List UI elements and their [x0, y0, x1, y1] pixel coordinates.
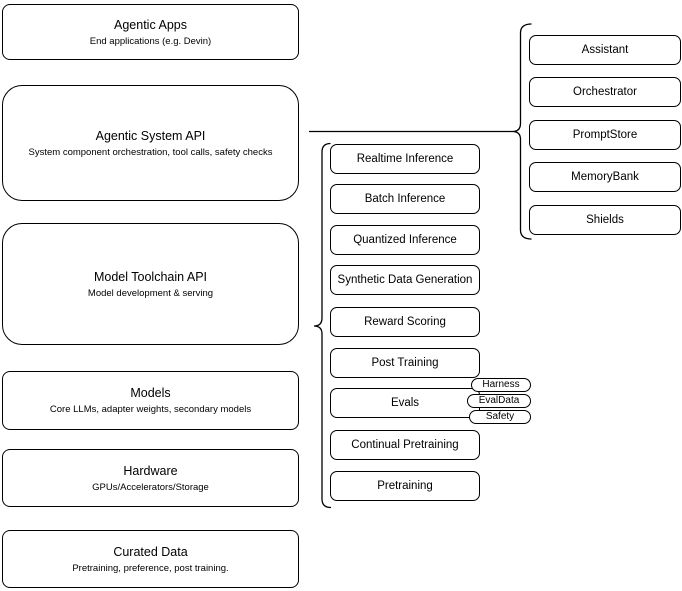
layer-title: Model Toolchain API [93, 269, 208, 284]
eval-tag-harness: Harness [471, 378, 531, 392]
eval-tag-label: EvalData [478, 395, 520, 406]
component-label: Batch Inference [364, 193, 446, 205]
toolchain-components-brace [313, 142, 332, 509]
system-label: Orchestrator [573, 86, 637, 98]
component-box-post-training: Post Training [330, 348, 480, 378]
component-label: Evals [390, 397, 420, 409]
layer-title: Models [130, 386, 171, 400]
component-box-continual-pretraining: Continual Pretraining [330, 430, 480, 460]
layer-subtitle: System component orchestration, tool cal… [28, 146, 273, 158]
component-box-synthetic-data-generation: Synthetic Data Generation [330, 265, 480, 295]
component-label: Realtime Inference [356, 153, 454, 165]
system-box-orchestrator: Orchestrator [529, 77, 681, 107]
system-label: Assistant [581, 44, 629, 56]
layer-box-curated-data: Curated Data Pretraining, preference, po… [2, 530, 299, 588]
layer-box-hardware: Hardware GPUs/Accelerators/Storage [2, 449, 299, 507]
layer-subtitle: End applications (e.g. Devin) [89, 35, 212, 47]
layer-box-model-toolchain-api: Model Toolchain API Model development & … [2, 223, 299, 345]
component-label: Continual Pretraining [351, 439, 459, 451]
component-box-reward-scoring: Reward Scoring [330, 307, 480, 337]
component-box-batch-inference: Batch Inference [330, 184, 480, 214]
component-label: Post Training [371, 357, 439, 369]
layer-subtitle: Pretraining, preference, post training. [72, 562, 229, 574]
system-box-shields: Shields [529, 205, 681, 235]
eval-tag-safety: Safety [469, 410, 531, 424]
eval-tag-label: Safety [485, 411, 515, 422]
component-box-evals: Evals [330, 388, 480, 418]
eval-tag-label: Harness [482, 379, 520, 390]
layer-box-models: Models Core LLMs, adapter weights, secon… [2, 371, 299, 430]
eval-tag-evaldata: EvalData [467, 394, 531, 408]
system-label: PromptStore [572, 129, 638, 141]
layer-subtitle: Model development & serving [87, 287, 214, 299]
system-box-promptstore: PromptStore [529, 120, 681, 150]
component-box-quantized-inference: Quantized Inference [330, 225, 480, 255]
layer-title: Hardware [123, 463, 178, 478]
system-label: Shields [586, 214, 624, 226]
layer-title: Agentic System API [95, 128, 206, 143]
system-box-assistant: Assistant [529, 35, 681, 65]
layer-title: Curated Data [113, 544, 188, 559]
layer-title: Agentic Apps [114, 17, 187, 32]
layer-subtitle: GPUs/Accelerators/Storage [92, 481, 209, 493]
component-label: Reward Scoring [364, 316, 446, 328]
component-label: Synthetic Data Generation [337, 274, 473, 286]
layer-subtitle: Core LLMs, adapter weights, secondary mo… [49, 404, 252, 415]
component-label: Quantized Inference [353, 234, 457, 246]
component-box-realtime-inference: Realtime Inference [330, 144, 480, 174]
layer-box-agentic-system-api: Agentic System API System component orch… [2, 85, 299, 201]
component-box-pretraining: Pretraining [330, 471, 480, 501]
component-label: Pretraining [377, 480, 433, 492]
system-box-memorybank: MemoryBank [529, 162, 681, 192]
system-label: MemoryBank [571, 171, 639, 183]
layer-box-agentic-apps: Agentic Apps End applications (e.g. Devi… [2, 4, 299, 60]
